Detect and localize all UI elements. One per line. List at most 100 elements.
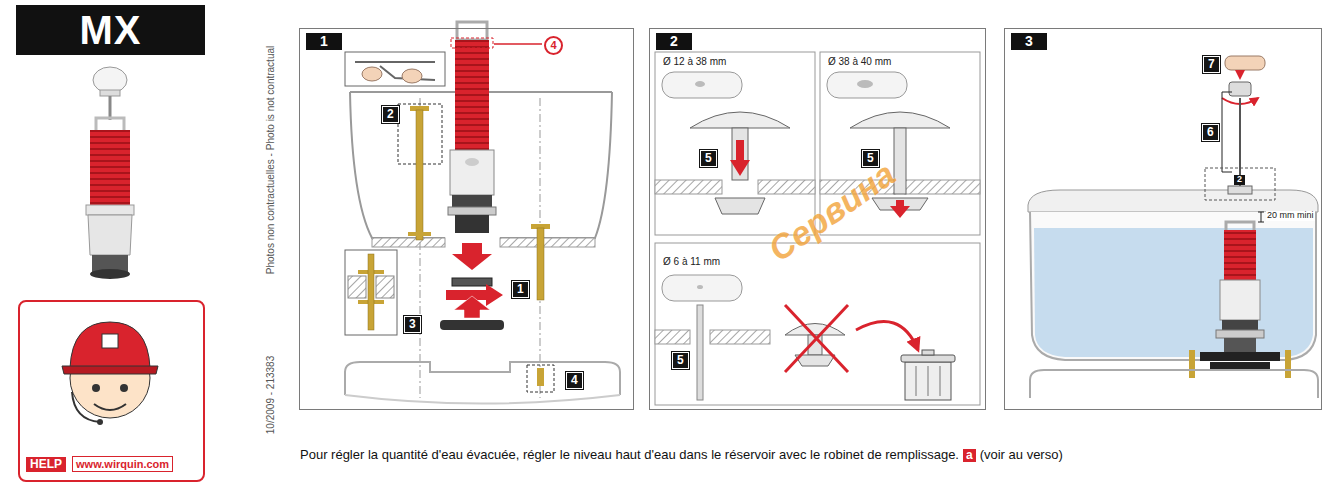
step2-illustration-part (916, 366, 917, 396)
step3-illustration (1028, 56, 1318, 398)
step2-illustration-part (662, 72, 742, 98)
dimension-label: 20 mm mini (1266, 211, 1315, 221)
help-mascot-part (120, 384, 128, 392)
step3-illustration-part (1205, 168, 1275, 200)
reference-mark: a (963, 449, 976, 462)
step3-illustration-part (1229, 82, 1251, 96)
step2-illustration-part (785, 305, 848, 372)
step1-illustration-part (452, 243, 492, 270)
step2-illustration-part (758, 180, 815, 194)
step1-illustration-part (450, 150, 494, 195)
step1-illustration-part (355, 61, 435, 63)
instruction-text: Pour régler la quantité d'eau évacuée, r… (300, 448, 959, 462)
help-box: HELP www.wirquin.com (18, 300, 205, 482)
step3-illustration-part (1034, 228, 1313, 357)
step1-illustration-part (465, 158, 479, 166)
help-mascot-part (97, 419, 103, 425)
step3-illustration-part (1216, 330, 1264, 338)
step1-illustration (345, 22, 620, 404)
step1-illustration-part (455, 215, 489, 233)
step1-illustration-part (500, 238, 595, 247)
step1-illustration-part (368, 254, 374, 330)
step1-illustration-part (350, 92, 445, 238)
step3-illustration-part (1030, 370, 1318, 398)
step2-illustration-part (905, 362, 951, 400)
step3-illustration-part (1239, 98, 1241, 186)
step3-illustration-part (1222, 92, 1232, 172)
step1-illustration-part (527, 365, 554, 392)
help-mascot-part (92, 384, 100, 392)
step1-illustration-part (416, 110, 423, 240)
step2-illustration-part (695, 81, 705, 87)
step3-illustration-part (1210, 362, 1270, 370)
step1-illustration-part (440, 320, 504, 330)
help-mascot (62, 322, 158, 425)
dimension-label: Ø 6 à 11 mm (662, 256, 721, 267)
step2-illustration-part (850, 112, 950, 128)
step1-illustration-part (408, 232, 431, 236)
product-illustration (86, 67, 134, 279)
callout-number: 7 (1203, 56, 1220, 73)
callout-number: 5 (700, 150, 717, 167)
step2-illustration-part (690, 112, 790, 128)
product-illustration-part (109, 96, 112, 120)
step3-illustration-part (1030, 212, 1316, 360)
product-code: MX (80, 8, 142, 52)
dimension-label: Ø 38 à 40 mm (827, 56, 892, 67)
step3-illustration-part (1189, 350, 1195, 378)
callout-number: 6 (1202, 124, 1219, 141)
step2-illustration-part (697, 305, 703, 400)
step2-illustration-part (901, 355, 955, 362)
step2-illustration-part (922, 350, 934, 355)
step2-illustration-part (697, 285, 703, 289)
step2-illustration-part (857, 80, 873, 88)
step3-illustration-part (1225, 56, 1265, 70)
product-illustration-part (90, 130, 130, 208)
step2-illustration-part (785, 305, 848, 372)
step2-illustration-part (827, 72, 907, 98)
step3-illustration-part (1285, 350, 1291, 378)
callout-number: 3 (404, 316, 421, 333)
step3-illustration-part (1200, 352, 1280, 361)
step2-illustration-part (856, 322, 918, 350)
product-illustration-part (100, 90, 120, 96)
step1-illustration-part (345, 395, 620, 404)
side-note: Photos non contractuelles - Photo is not… (265, 46, 276, 274)
step3-illustration-part (1239, 72, 1241, 78)
step1-illustration-part (457, 22, 487, 40)
instruction-text: (voir au verso) (980, 448, 1063, 462)
help-mascot-part (94, 404, 126, 410)
step2-illustration-part (655, 52, 815, 235)
step2-illustration-part (905, 180, 980, 194)
help-mascot-part (102, 334, 118, 348)
step1-illustration-part (372, 238, 445, 247)
step1-illustration-part (448, 207, 496, 215)
step1-illustration-part (500, 92, 612, 238)
step-number: 1 (306, 33, 342, 50)
step1-illustration-part (348, 276, 366, 298)
step3-illustration-part (1228, 186, 1252, 194)
step1-illustration-part (455, 40, 489, 150)
callout-number: 2 (1234, 175, 1245, 185)
step2-illustration-part (890, 200, 910, 218)
step2-illustration-part (655, 330, 690, 344)
help-url: www.wirquin.com (72, 456, 173, 472)
step-panel: 1 (299, 28, 634, 410)
product-illustration-part (90, 269, 130, 279)
step2-illustration-part (928, 366, 929, 396)
side-note: 10/2009 - 213383 (265, 356, 276, 434)
help-mascot-part (70, 322, 150, 368)
help-tag: HELP (26, 457, 66, 472)
step2-illustration-part (710, 330, 770, 344)
product-illustration-part (88, 215, 132, 255)
step2-illustration-part (655, 243, 980, 405)
step2-illustration-part (655, 180, 722, 194)
step2-illustration-part (662, 275, 742, 301)
callout-number: 4 (544, 36, 563, 55)
product-name-box: MX (16, 5, 205, 55)
step1-illustration-part (345, 362, 620, 395)
step1-illustration-part (376, 276, 394, 298)
callout-number: 2 (382, 106, 399, 123)
step3-illustration-part (1222, 320, 1258, 330)
